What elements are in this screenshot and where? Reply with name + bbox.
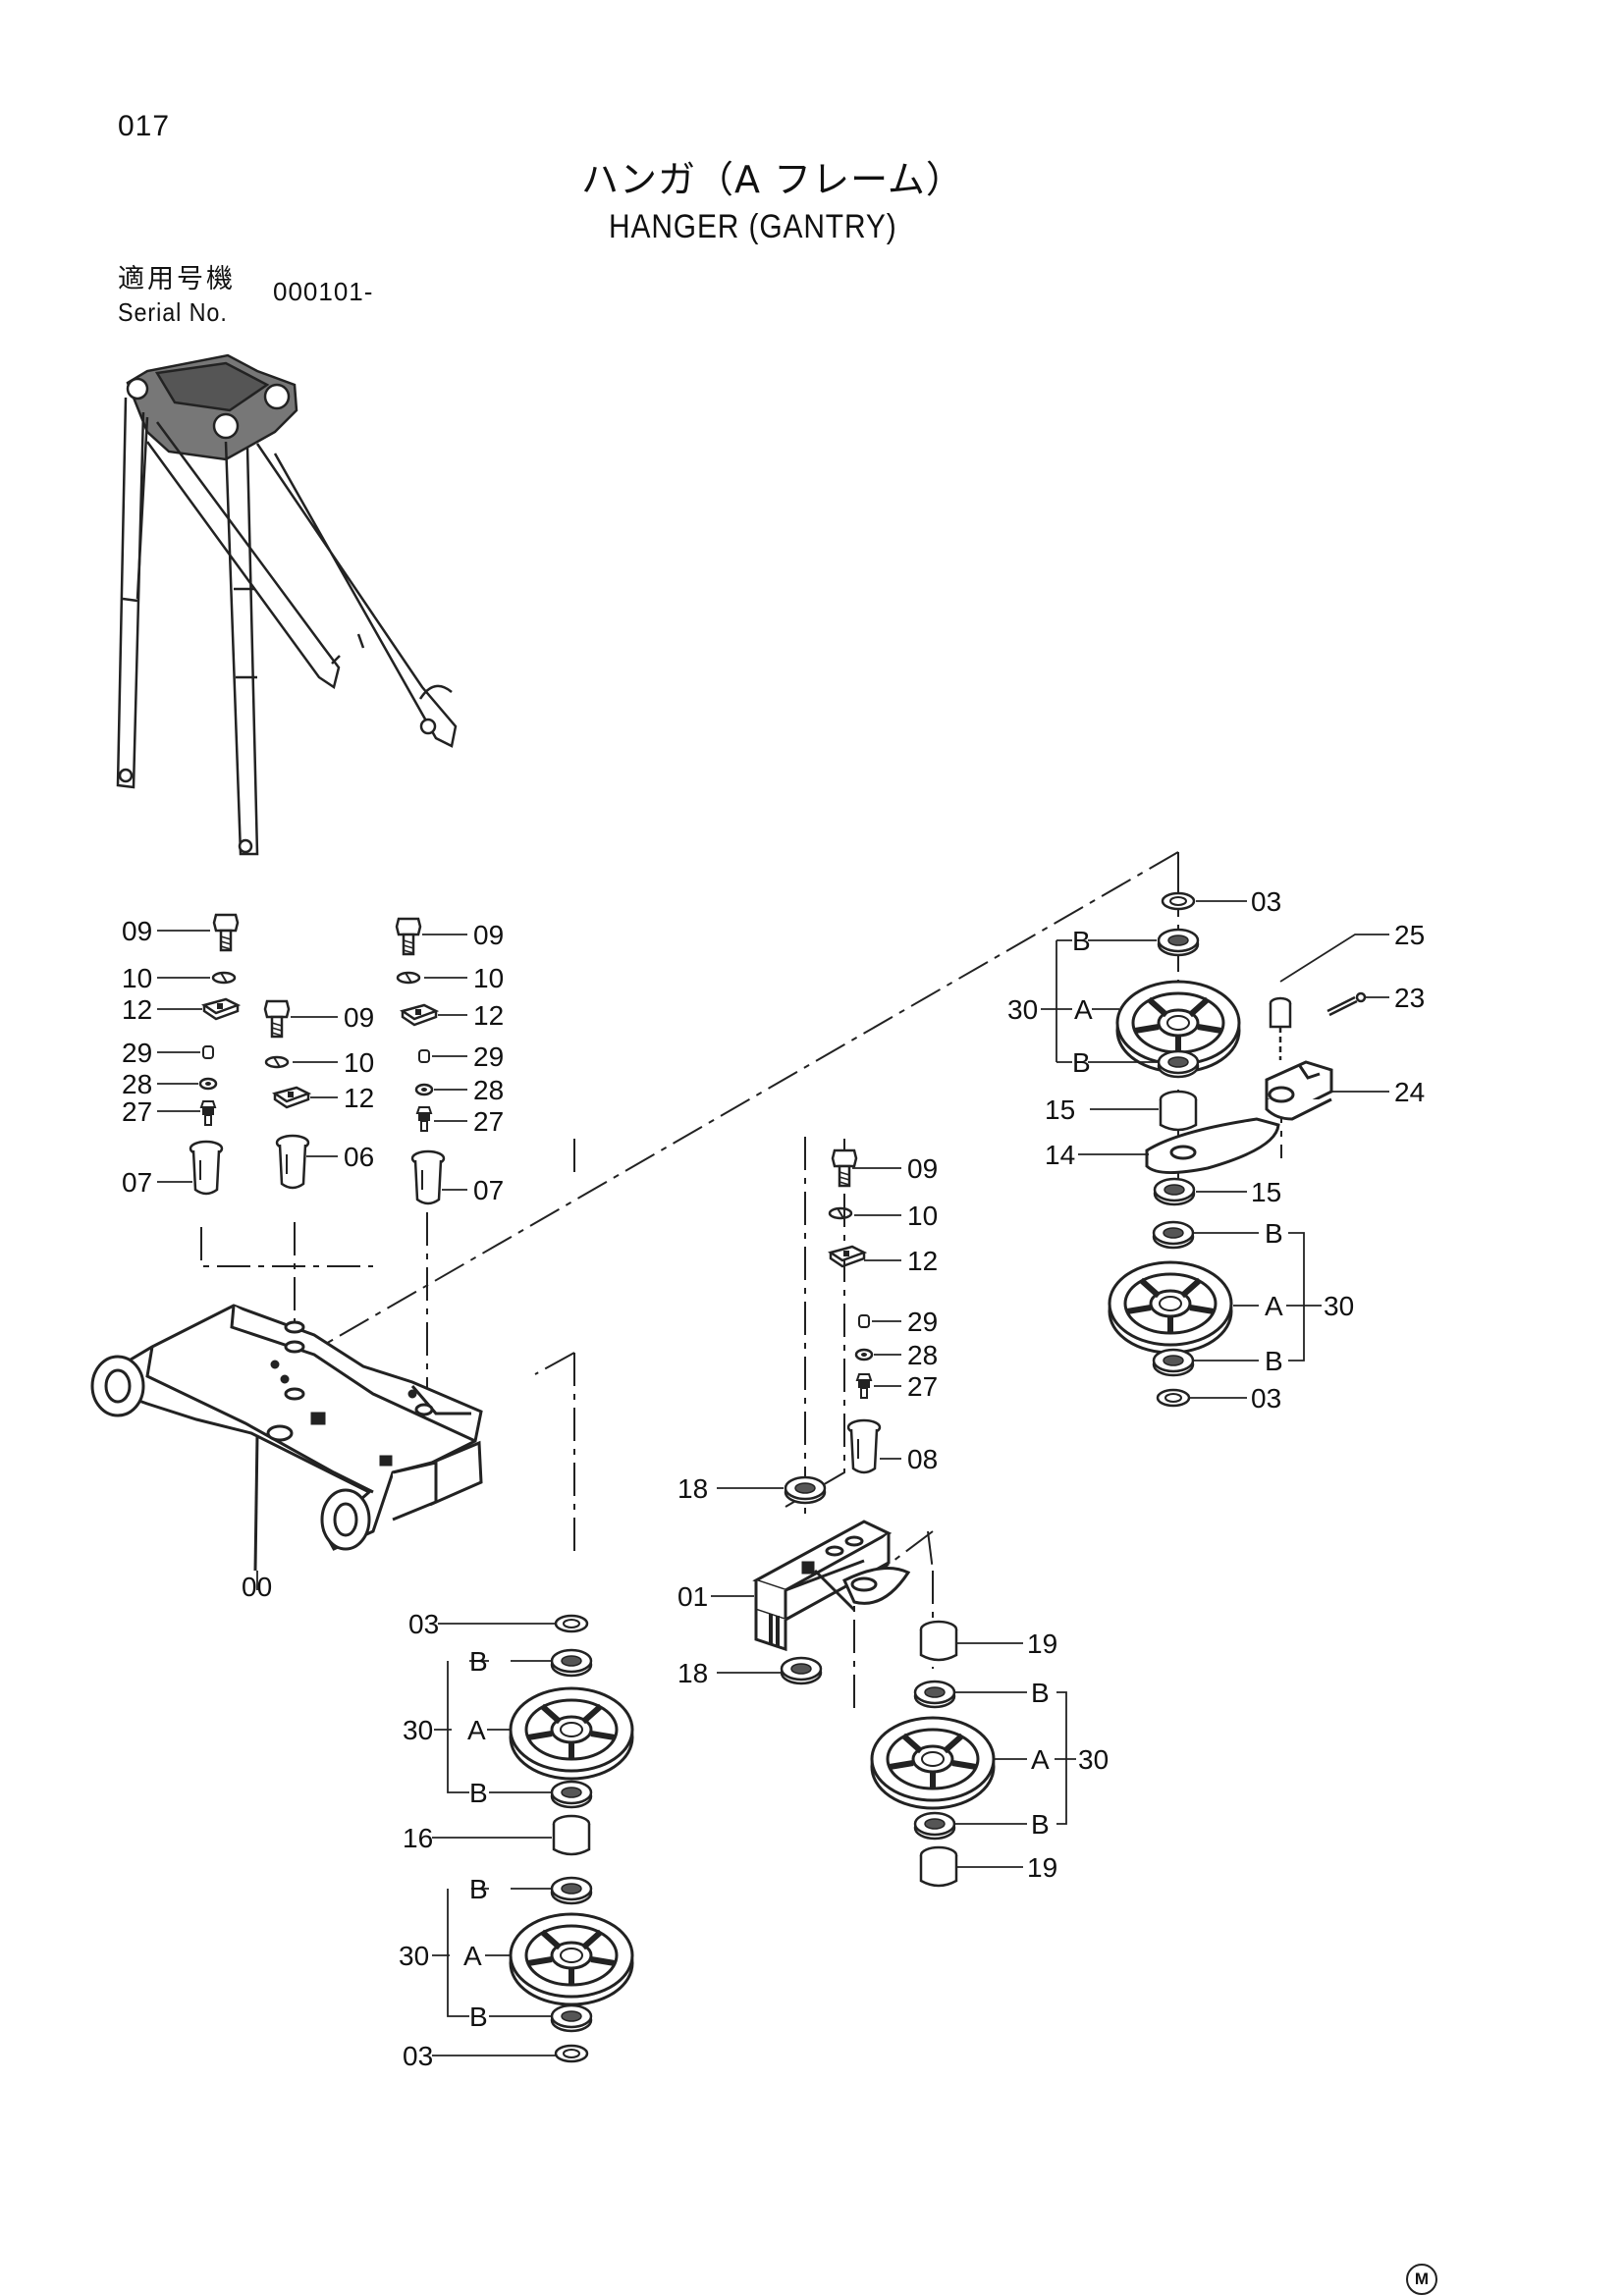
callout-27: 27: [473, 1106, 504, 1137]
hanger-part-01: [752, 1520, 911, 1652]
callout-24: 24: [1394, 1077, 1425, 1107]
callout-03: 03: [408, 1609, 439, 1639]
page-title-japanese: ハンガ（A フレーム）: [581, 158, 964, 201]
callout-28: 28: [473, 1075, 504, 1105]
callout-a: A: [467, 1715, 486, 1745]
page-number: 017: [118, 110, 171, 142]
callout-labels: 03 B 30 A B 25 23 24 15 14 15 B A 30 B 0…: [122, 886, 1425, 2071]
callout-07: 07: [122, 1167, 152, 1198]
callout-10: 10: [122, 963, 152, 993]
callout-08: 08: [907, 1444, 938, 1474]
callout-30: 30: [403, 1715, 433, 1745]
callout-b: B: [1265, 1218, 1283, 1249]
callout-06: 06: [344, 1142, 374, 1172]
callout-18: 18: [677, 1473, 708, 1504]
m-mark-icon: M: [1406, 2264, 1437, 2295]
callout-15: 15: [1045, 1095, 1075, 1125]
callout-29: 29: [122, 1038, 152, 1068]
callout-01: 01: [677, 1581, 708, 1612]
callout-30: 30: [399, 1941, 429, 1971]
callout-18: 18: [677, 1658, 708, 1688]
callout-16: 16: [403, 1823, 433, 1853]
callout-30: 30: [1007, 994, 1038, 1025]
callout-28: 28: [122, 1069, 152, 1099]
serial-label-english: Serial No.: [118, 297, 228, 327]
callout-03: 03: [1251, 1383, 1281, 1414]
callout-12: 12: [907, 1246, 938, 1276]
link-part-24: [1265, 1060, 1333, 1121]
callout-a: A: [463, 1941, 482, 1971]
callout-b: B: [469, 2002, 488, 2032]
link-plate-part-14: [1145, 1117, 1280, 1175]
callout-b: B: [469, 1646, 488, 1677]
callout-a: A: [1074, 994, 1093, 1025]
callout-30: 30: [1078, 1744, 1109, 1775]
callout-09: 09: [122, 916, 152, 946]
gantry-overview-sketch: [116, 353, 458, 856]
split-pin-part-23: [1326, 991, 1367, 1017]
leader-lines: [157, 900, 1389, 2056]
callout-19: 19: [1027, 1852, 1057, 1883]
main-frame-part-00: [90, 1304, 483, 1572]
serial-number-value: 000101-: [273, 277, 374, 306]
callout-10: 10: [344, 1047, 374, 1078]
callout-b: B: [1072, 926, 1091, 956]
callout-15: 15: [1251, 1177, 1281, 1207]
callout-27: 27: [907, 1371, 938, 1402]
callout-09: 09: [344, 1002, 374, 1033]
callout-03: 03: [1251, 886, 1281, 917]
callout-09: 09: [473, 920, 504, 950]
callout-25: 25: [1394, 920, 1425, 950]
callout-29: 29: [907, 1307, 938, 1337]
callout-10: 10: [473, 963, 504, 993]
callout-29: 29: [473, 1041, 504, 1072]
callout-b: B: [469, 1778, 488, 1808]
callout-b: B: [1031, 1678, 1050, 1708]
callout-b: B: [1072, 1047, 1091, 1078]
callout-a: A: [1031, 1744, 1050, 1775]
serial-label-japanese: 適用号機: [118, 264, 236, 294]
callout-30: 30: [1324, 1291, 1354, 1321]
callout-09: 09: [907, 1153, 938, 1184]
callout-23: 23: [1394, 983, 1425, 1013]
page-title-english: HANGER (GANTRY): [609, 208, 897, 245]
callout-00: 00: [242, 1572, 272, 1602]
callout-b: B: [1265, 1346, 1283, 1376]
callout-12: 12: [122, 994, 152, 1025]
callout-03: 03: [403, 2041, 433, 2071]
callout-19: 19: [1027, 1629, 1057, 1659]
callout-b: B: [469, 1874, 488, 1904]
callout-28: 28: [907, 1340, 938, 1370]
callout-a: A: [1265, 1291, 1283, 1321]
callout-07: 07: [473, 1175, 504, 1205]
callout-12: 12: [473, 1000, 504, 1031]
pin-part-25: [1269, 996, 1292, 1060]
callout-10: 10: [907, 1201, 938, 1231]
callout-b: B: [1031, 1809, 1050, 1840]
callout-14: 14: [1045, 1140, 1075, 1170]
callout-12: 12: [344, 1083, 374, 1113]
callout-27: 27: [122, 1096, 152, 1127]
